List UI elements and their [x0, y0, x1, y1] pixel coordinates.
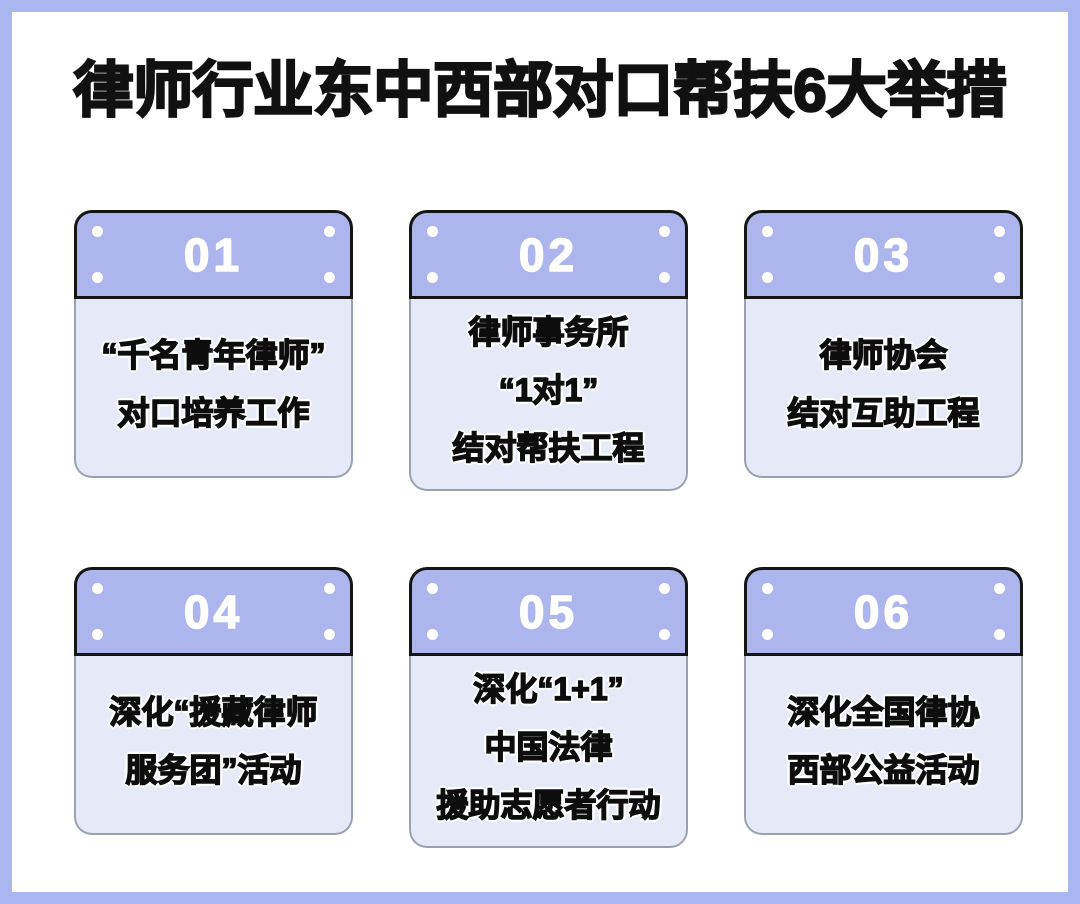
- card-number: 02: [518, 228, 579, 282]
- card-06-body: 深化全国律协 西部公益活动: [744, 656, 1023, 835]
- pin-dot-icon: [92, 583, 103, 594]
- pin-dot-icon: [92, 272, 103, 283]
- card-05-body: 深化“1+1” 中国法律 援助志愿者行动: [409, 656, 688, 848]
- pin-dot-icon: [92, 629, 103, 640]
- pin-dot-icon: [762, 583, 773, 594]
- pin-dot-icon: [994, 272, 1005, 283]
- card-05-header: 05: [409, 567, 688, 656]
- cards-grid: 01 “千名青年律师” 对口培养工作 02 律师事务所 “1对1” 结对帮扶工程: [74, 210, 1023, 848]
- card-04-header: 04: [74, 567, 353, 656]
- card-text-line: 西部公益活动: [787, 751, 981, 789]
- pin-dot-icon: [427, 226, 438, 237]
- pin-dot-icon: [659, 226, 670, 237]
- pin-dot-icon: [324, 629, 335, 640]
- card-03: 03 律师协会 结对互助工程: [744, 210, 1023, 478]
- card-number: 05: [518, 585, 579, 639]
- card-02: 02 律师事务所 “1对1” 结对帮扶工程: [409, 210, 688, 491]
- card-05: 05 深化“1+1” 中国法律 援助志愿者行动: [409, 567, 688, 848]
- card-text-line: 深化全国律协: [787, 693, 981, 731]
- pin-dot-icon: [659, 629, 670, 640]
- page-title: 律师行业东中西部对口帮扶6大举措: [72, 56, 1008, 126]
- pin-dot-icon: [659, 583, 670, 594]
- card-text-line: 服务团”活动: [125, 751, 303, 789]
- card-number: 04: [183, 585, 244, 639]
- pin-dot-icon: [762, 226, 773, 237]
- card-02-header: 02: [409, 210, 688, 299]
- pin-dot-icon: [427, 583, 438, 594]
- card-text-line: “千名青年律师”: [101, 336, 327, 374]
- card-text-line: 对口培养工作: [117, 394, 311, 432]
- card-01: 01 “千名青年律师” 对口培养工作: [74, 210, 353, 478]
- pin-dot-icon: [762, 629, 773, 640]
- card-text-line: “1对1”: [498, 371, 599, 409]
- card-06-header: 06: [744, 567, 1023, 656]
- card-text-line: 结对互助工程: [787, 394, 981, 432]
- pin-dot-icon: [994, 629, 1005, 640]
- card-text-line: 援助志愿者行动: [436, 786, 662, 824]
- pin-dot-icon: [994, 226, 1005, 237]
- card-text-line: 律师协会: [819, 336, 949, 374]
- card-04: 04 深化“援藏律师 服务团”活动: [74, 567, 353, 835]
- card-text-line: 结对帮扶工程: [452, 429, 646, 467]
- card-02-body: 律师事务所 “1对1” 结对帮扶工程: [409, 299, 688, 491]
- pin-dot-icon: [324, 583, 335, 594]
- card-text-line: 中国法律: [484, 728, 614, 766]
- card-number: 01: [183, 228, 244, 282]
- card-number: 06: [853, 585, 914, 639]
- pin-dot-icon: [659, 272, 670, 283]
- card-text-line: 深化“援藏律师: [109, 693, 319, 731]
- card-text-line: 深化“1+1”: [473, 670, 625, 708]
- card-01-body: “千名青年律师” 对口培养工作: [74, 299, 353, 478]
- pin-dot-icon: [994, 583, 1005, 594]
- card-03-body: 律师协会 结对互助工程: [744, 299, 1023, 478]
- pin-dot-icon: [762, 272, 773, 283]
- card-03-header: 03: [744, 210, 1023, 299]
- card-01-header: 01: [74, 210, 353, 299]
- card-number: 03: [853, 228, 914, 282]
- card-06: 06 深化全国律协 西部公益活动: [744, 567, 1023, 835]
- card-04-body: 深化“援藏律师 服务团”活动: [74, 656, 353, 835]
- pin-dot-icon: [427, 272, 438, 283]
- pin-dot-icon: [427, 629, 438, 640]
- card-text-line: 律师事务所: [468, 313, 630, 351]
- pin-dot-icon: [324, 226, 335, 237]
- pin-dot-icon: [92, 226, 103, 237]
- pin-dot-icon: [324, 272, 335, 283]
